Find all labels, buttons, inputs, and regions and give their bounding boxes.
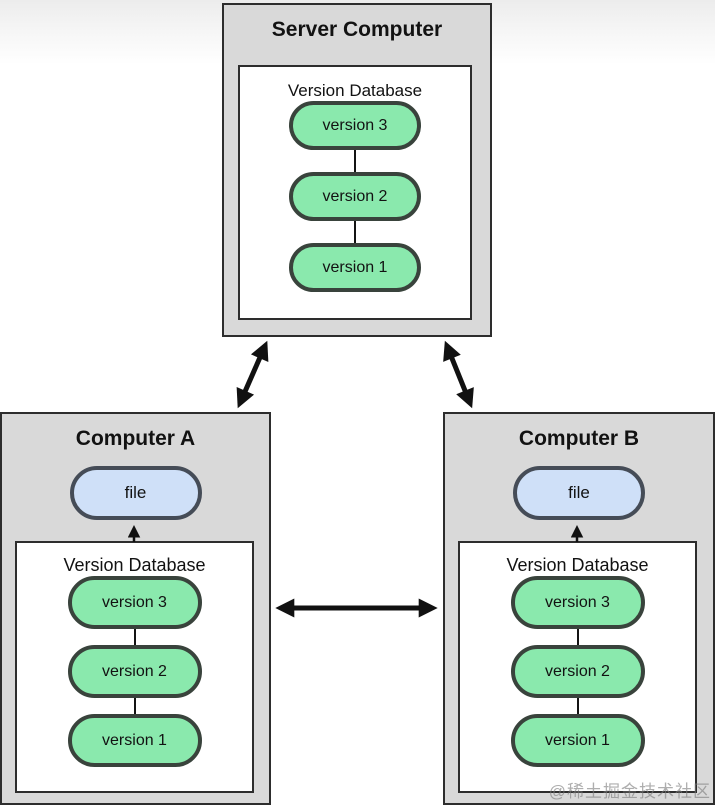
sync-arrow-server-computer-b-icon <box>443 340 474 409</box>
computer-b-title: Computer B <box>518 427 640 450</box>
computer-b-version-3-pill: version 3 <box>510 576 645 629</box>
server-version-database-box: Version Database version 3 version 2 ver… <box>238 65 472 320</box>
computer-a-version-2-pill: version 2 <box>67 645 202 698</box>
server-title: Server Computer <box>271 18 443 41</box>
computer-b-version-database-box: Version Database version 3 version 2 ver… <box>458 541 697 793</box>
server-version-3-pill: version 3 <box>289 101 421 150</box>
server-version-1-pill: version 1 <box>289 243 421 292</box>
server-version-database-title: Version Database <box>287 81 423 100</box>
server-computer-box: Server Computer Version Database version… <box>222 3 492 337</box>
computer-b-box: Computer B file Version Database version… <box>443 412 715 805</box>
connector-line <box>133 629 136 645</box>
connector-line <box>354 150 356 172</box>
connector-line <box>576 698 579 714</box>
connector-line <box>133 698 136 714</box>
connector-line <box>354 221 356 243</box>
connector-line <box>576 629 579 645</box>
computer-a-version-database-title: Version Database <box>63 555 206 575</box>
computer-b-version-1-pill: version 1 <box>510 714 645 767</box>
computer-a-box: Computer A file Version Database version… <box>0 412 271 805</box>
server-version-2-pill: version 2 <box>289 172 421 221</box>
sync-arrow-server-computer-a-icon <box>236 340 269 409</box>
computer-a-file-pill: file <box>69 466 202 520</box>
computer-b-file-pill: file <box>513 466 645 520</box>
watermark-text: @稀土掘金技术社区 <box>548 782 711 801</box>
computer-b-version-database-title: Version Database <box>506 555 649 575</box>
computer-a-title: Computer A <box>75 427 196 450</box>
computer-a-version-1-pill: version 1 <box>67 714 202 767</box>
computer-a-version-database-box: Version Database version 3 version 2 ver… <box>15 541 254 793</box>
computer-b-version-2-pill: version 2 <box>510 645 645 698</box>
computer-a-version-3-pill: version 3 <box>67 576 202 629</box>
